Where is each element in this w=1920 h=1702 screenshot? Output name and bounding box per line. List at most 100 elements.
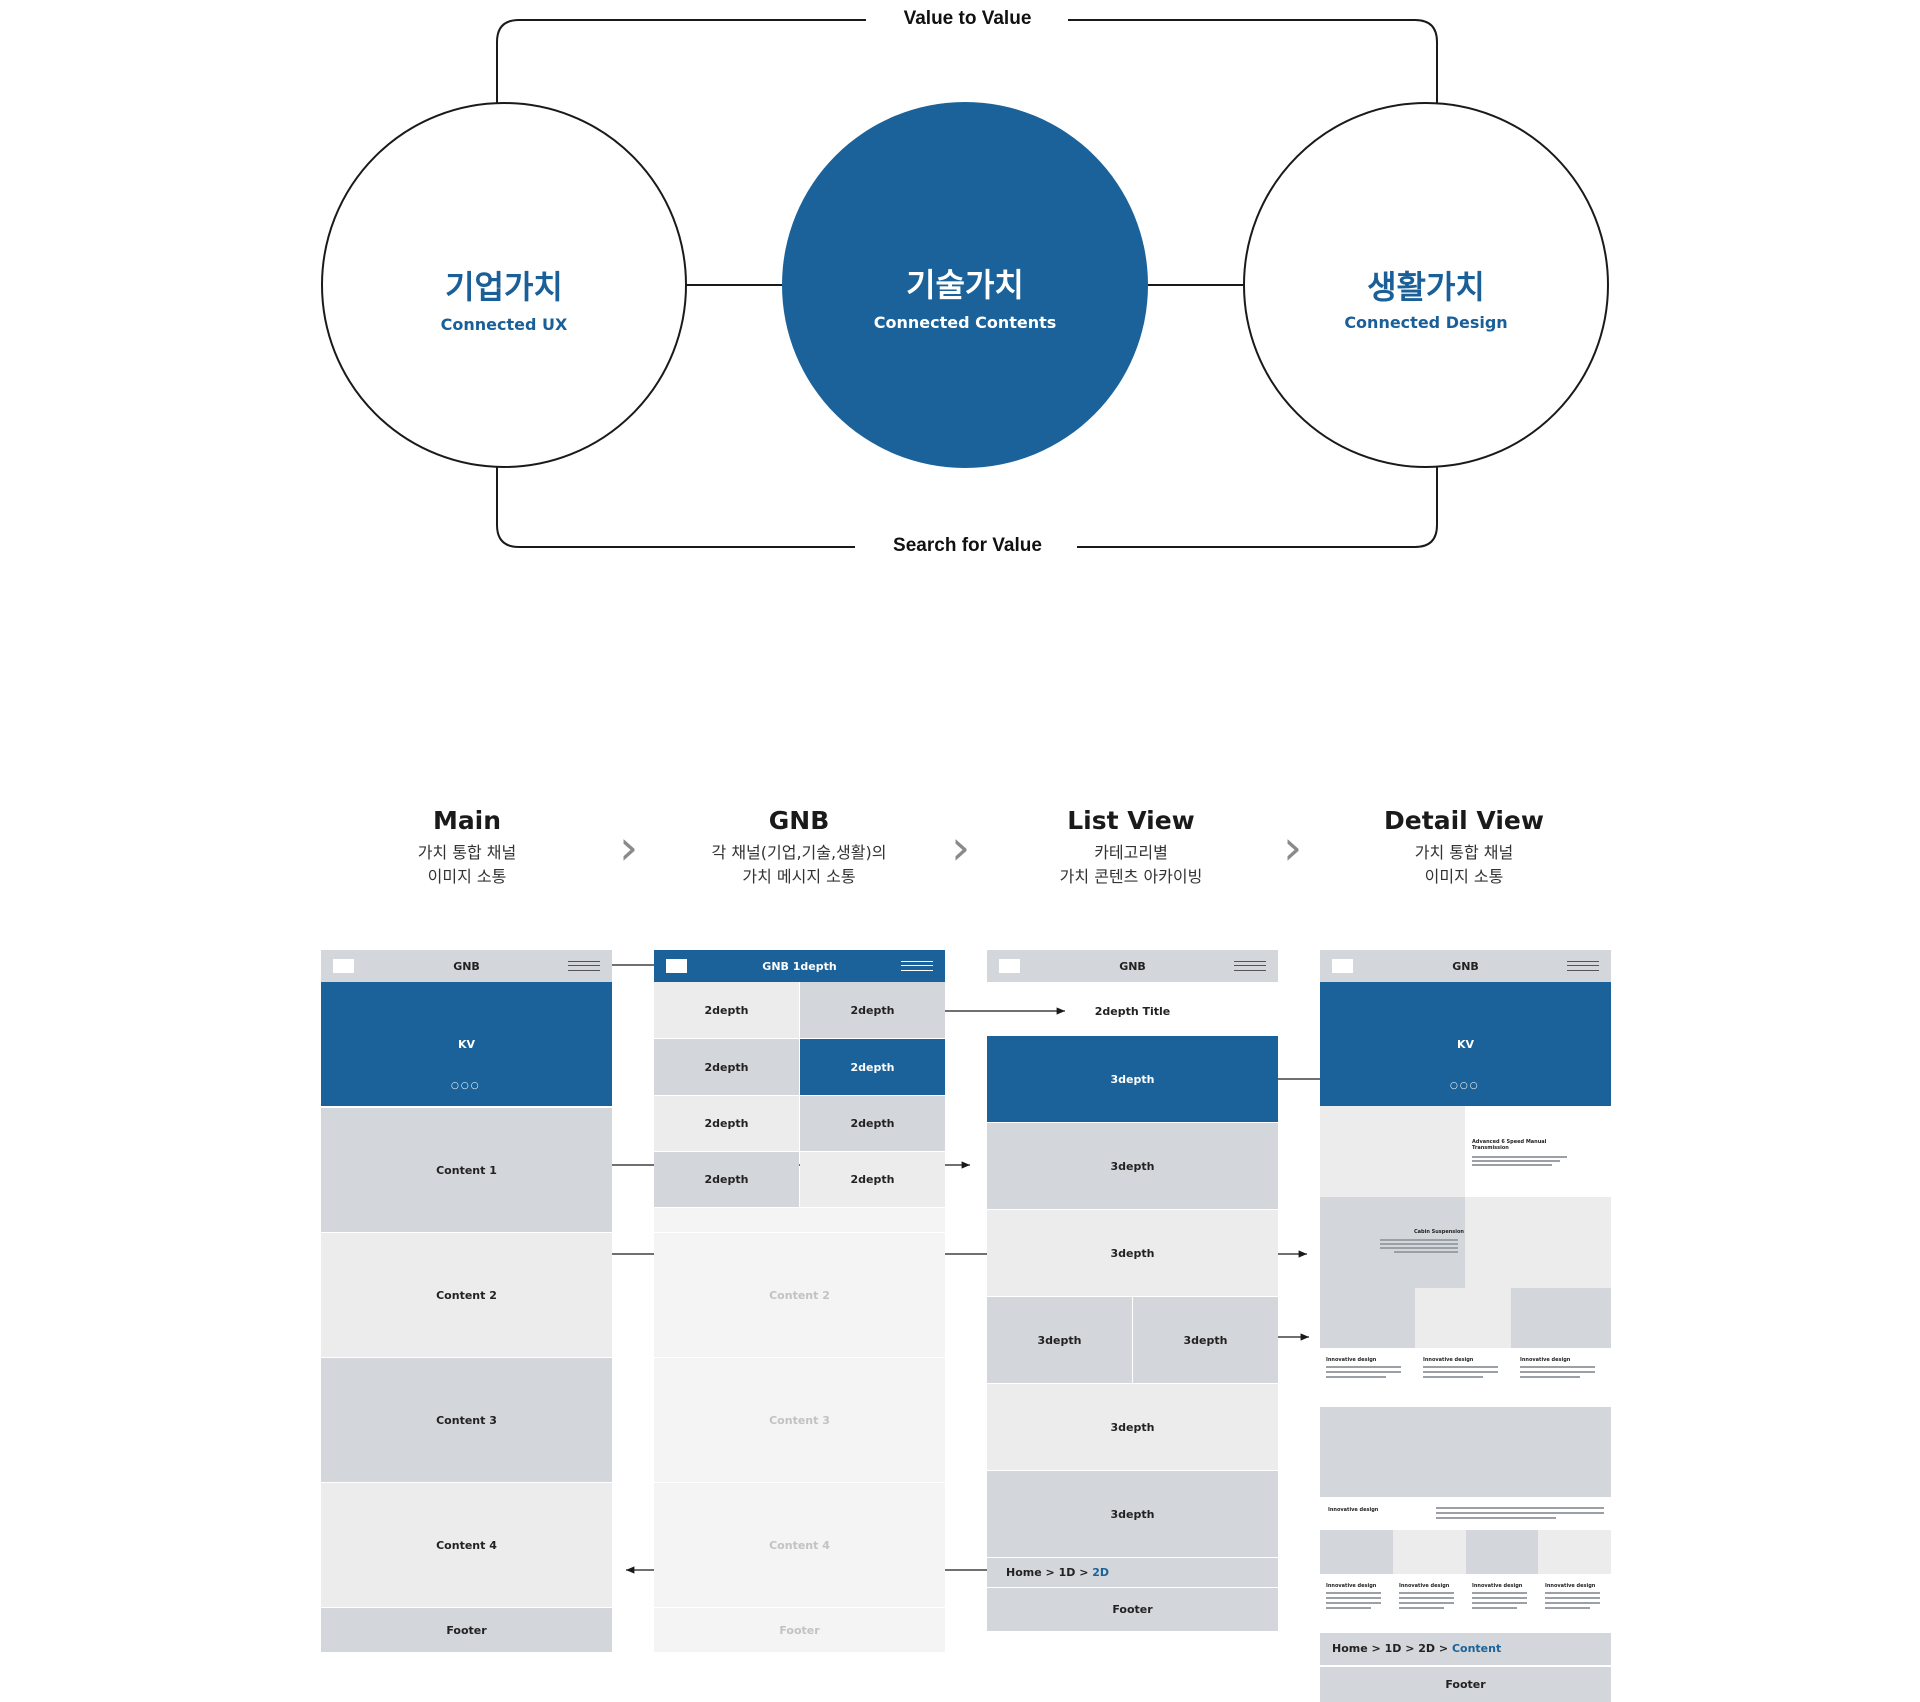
kv-banner: KV [1320,982,1611,1106]
faded-content-2: Content 2 [654,1233,945,1357]
step-desc-main-1: 가치 통합 채널 [417,843,517,862]
logo-placeholder [999,959,1020,973]
feature-title: Cabin Suspension [1414,1229,1464,1235]
column-text-line [1326,1597,1381,1599]
feature-text-line [1380,1239,1458,1241]
gnb-label: GNB [453,959,480,973]
feature-image [1511,1288,1611,1348]
depth2-item: 2depth [800,1096,945,1151]
gnb-label: GNB [1119,959,1146,973]
depth3-item: 3depth [987,1384,1278,1470]
column-text-line [1472,1607,1517,1609]
bottom-loop-label: Search for Value [870,535,1065,557]
step-desc-list-1: 카테고리별 [1094,843,1168,862]
carousel-dots: ○○○ [451,1081,481,1091]
depth2-label: 2depth [704,1003,749,1017]
feature-text-line [1472,1164,1552,1166]
column-text-line [1399,1602,1454,1604]
column-text-line [1520,1366,1595,1368]
column-text-line [1326,1602,1381,1604]
depth2-title: 2depth Title [987,994,1278,1028]
breadcrumb-home[interactable]: Home [1332,1642,1368,1655]
depth2-label: 2depth [704,1117,749,1130]
gnb-bar: GNB [1320,950,1611,982]
column-text-line [1545,1592,1600,1594]
chevron-right-icon: › [619,820,639,876]
column-title: Innovative design [1326,1583,1377,1589]
gnb-1depth-label: GNB 1depth [762,959,837,973]
column-title: Innovative design [1326,1357,1377,1363]
breadcrumb-home[interactable]: Home [1006,1566,1042,1579]
breadcrumb: Home > 1D > 2D [1006,1566,1109,1579]
breadcrumb-2d[interactable]: 2D [1092,1566,1110,1579]
column-text-line [1423,1376,1483,1378]
top-loop-line [496,19,1438,103]
column-text-line [1472,1592,1527,1594]
depth3-label: 3depth [1110,1420,1155,1434]
content-block-3: Content 3 [321,1358,612,1482]
content-label: Content 4 [769,1538,830,1552]
breadcrumb-bar: Home > 1D > 2D [987,1558,1278,1587]
depth2-title-label: 2depth Title [1094,1004,1171,1018]
depth2-label: 2depth [850,1060,895,1074]
thumb-image [1393,1530,1466,1574]
top-loop-label: Value to Value [880,8,1055,30]
breadcrumb-sep: > [1075,1566,1093,1579]
column-text-line [1520,1376,1580,1378]
breadcrumb-sep: > [1435,1642,1452,1655]
faded-content-4: Content 4 [654,1483,945,1607]
step-title-gnb: GNB [768,806,830,835]
depth3-item: 3depth [987,1210,1278,1296]
content-label: Content 2 [769,1288,830,1302]
feature-title: Advanced 6 Speed Manual Transmission [1472,1139,1547,1151]
footer-block: Footer [321,1608,612,1652]
circle-title: 기업가치 [445,268,563,306]
column-text-line [1520,1371,1595,1373]
footer-label: Footer [779,1623,820,1637]
column-text-line [1472,1602,1527,1604]
depth2-label: 2depth [850,1117,895,1130]
column-text-line [1326,1366,1401,1368]
breadcrumb-content[interactable]: Content [1451,1642,1502,1655]
faded-footer: Footer [654,1608,945,1652]
column-text-line [1326,1592,1381,1594]
row-text-line [1436,1512,1604,1514]
step-title-detail-view: Detail View [1384,806,1544,835]
column-text-line [1399,1597,1454,1599]
column-text-line [1545,1607,1590,1609]
step-desc-detail-2: 이미지 소통 [1424,867,1504,886]
column-text-line [1423,1366,1498,1368]
depth2-item: 2depth [800,1152,945,1207]
depth2-label: 2depth [850,1173,895,1186]
circle-corporate-value: 기업가치 Connected UX [321,102,687,468]
feature-text-line [1472,1160,1560,1162]
feature-text-1: Advanced 6 Speed Manual Transmission [1465,1106,1611,1197]
logo-placeholder [1332,959,1353,973]
breadcrumb-1d[interactable]: 1D [1384,1642,1402,1655]
gnb-1depth-bar: GNB 1depth [654,950,945,982]
depth3-item: 3depth [1133,1297,1278,1383]
feature-text-line [1380,1247,1458,1249]
footer-block: Footer [1320,1667,1611,1702]
faded-block [654,1208,945,1232]
breadcrumb-sep: > [1401,1642,1419,1655]
breadcrumb-2d[interactable]: 2D [1418,1642,1436,1655]
step-desc-list-2: 가치 콘텐츠 아카이빙 [1059,867,1203,886]
feature-text-line [1394,1251,1458,1253]
step-desc-main-2: 이미지 소통 [427,867,507,886]
column-title: Innovative design [1423,1357,1474,1363]
breadcrumb-1d[interactable]: 1D [1058,1566,1076,1579]
column-title: Innovative design [1472,1583,1523,1589]
step-desc-detail-1: 가치 통합 채널 [1414,843,1514,862]
step-title-list-view: List View [1067,806,1195,835]
feature-text-line [1380,1243,1458,1245]
content-label: Content 1 [436,1163,497,1177]
logo-placeholder [666,959,687,973]
column-text-line [1545,1597,1600,1599]
kv-banner: KV [321,982,612,1106]
row-text-line [1436,1517,1556,1519]
column-text-line [1326,1376,1386,1378]
breadcrumb-sep: > [1367,1642,1385,1655]
depth2-item: 2depth [654,1039,799,1095]
feature-text-line [1472,1156,1567,1158]
